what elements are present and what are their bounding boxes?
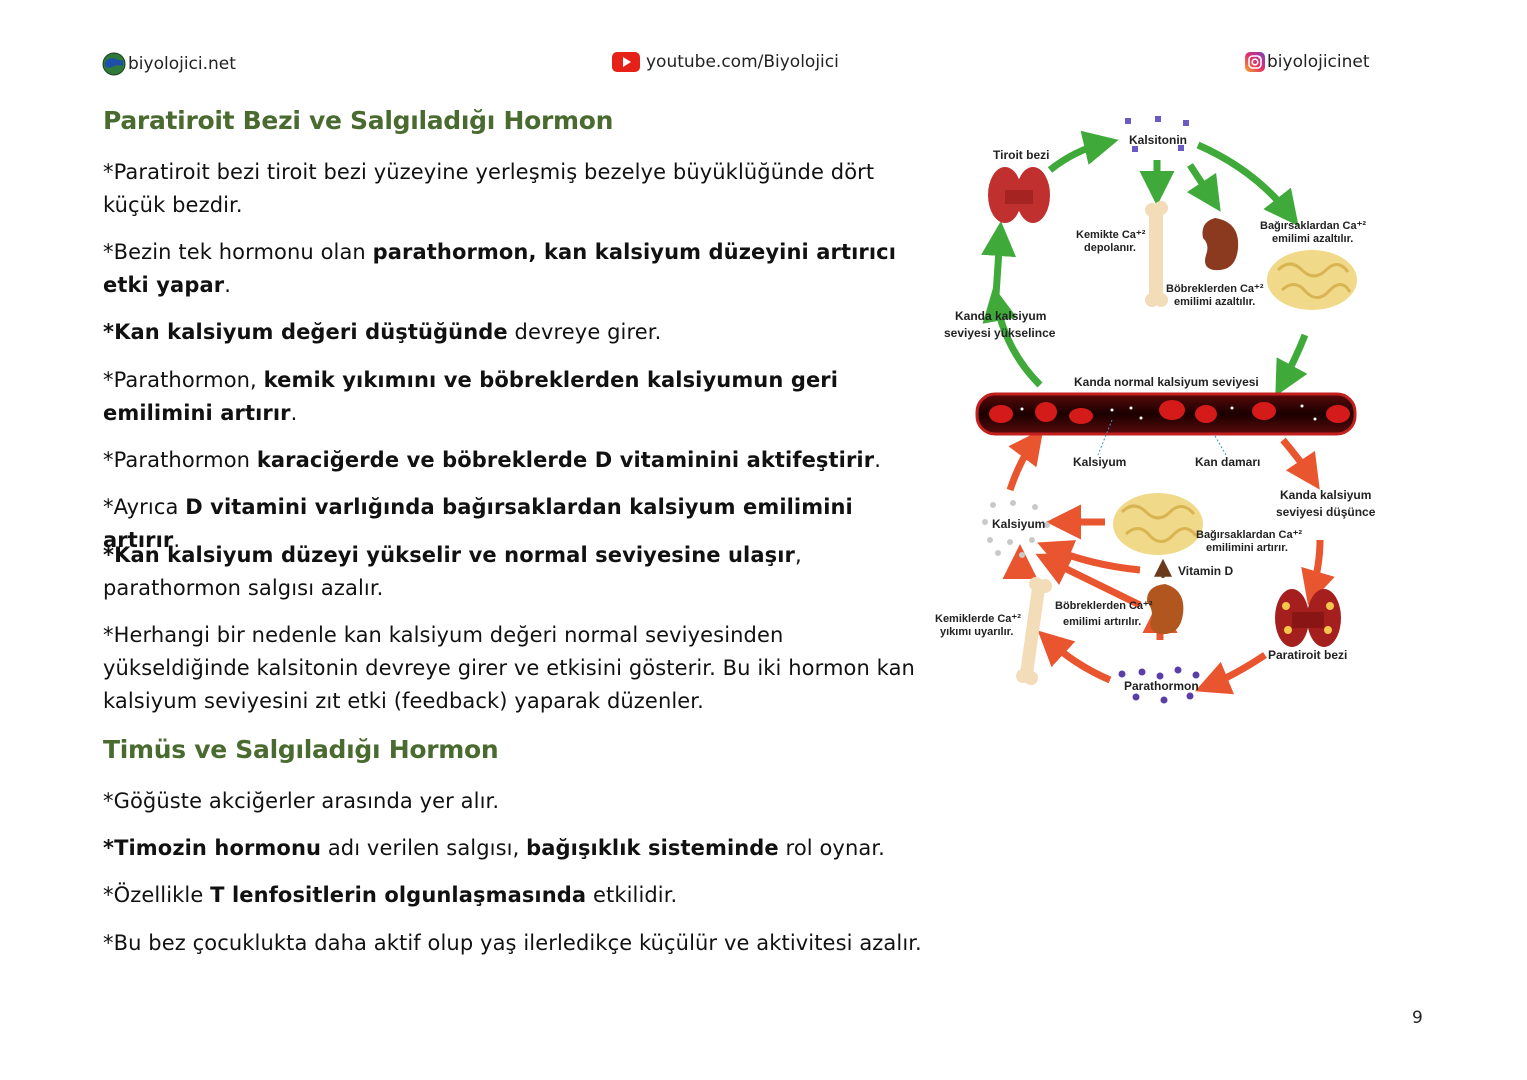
text: *Paratiroit bezi tiroit bezi yüzeyine ye… <box>103 160 875 217</box>
text: . <box>290 401 298 425</box>
section-title-timus: Timüs ve Salgıladığı Hormon <box>103 735 499 764</box>
calcitonin-molecules-icon <box>1125 116 1189 152</box>
bold-text: T lenfositlerin olgunlaşmasında <box>210 883 587 907</box>
label-kemik-depo-1: Kemikte Ca⁺² <box>1076 229 1146 241</box>
label-bagirsak-top-1: Bağırsaklardan Ca⁺² <box>1260 220 1366 232</box>
label-kanda-dusuk-1: Kanda kalsiyum <box>1280 488 1371 502</box>
text: *Özellikle <box>103 883 211 907</box>
paragraph-7: *Kan kalsiyum düzeyi yükselir ve normal … <box>103 539 923 605</box>
bone-icon <box>1016 577 1052 685</box>
label-bobrek-top-1: Böbreklerden Ca⁺² <box>1166 283 1264 295</box>
header-instagram-text: biyolojicinet <box>1267 52 1370 72</box>
page-number: 9 <box>1412 1008 1423 1028</box>
paragraph-2: *Bezin tek hormonu olan parathormon, kan… <box>103 236 923 302</box>
calcium-ions-icon <box>982 500 1050 558</box>
header-instagram-link[interactable]: biyolojicinet <box>1245 52 1370 72</box>
label-kalsitonin: Kalsitonin <box>1129 133 1187 147</box>
kidney-icon <box>1146 584 1184 635</box>
text: *Bezin tek hormonu olan <box>103 240 373 264</box>
label-bobrek-bot-1: Böbreklerden Ca⁺² <box>1055 600 1153 612</box>
label-kanda-yuksel-2: seviyesi yükselince <box>944 326 1056 340</box>
paragraph-3: *Kan kalsiyum değeri düştüğünde devreye … <box>103 316 923 349</box>
label-kemik-yikim-2: yıkımı uyarılır. <box>940 626 1013 638</box>
label-bagirsak-bot-2: emilimini artırır. <box>1206 542 1288 554</box>
bold-text: kemik yıkımını ve böbreklerden kalsiyumu… <box>103 368 839 425</box>
text: *Parathormon, <box>103 368 264 392</box>
intestine-icon <box>1113 493 1203 555</box>
text: . <box>874 448 881 472</box>
text: *Göğüste akciğerler arasında yer alır. <box>103 789 500 813</box>
kidney-icon <box>1202 218 1239 271</box>
text: *Herhangi bir nedenle kan kalsiyum değer… <box>103 623 915 713</box>
label-kan-damari: Kan damarı <box>1195 455 1260 469</box>
bone-icon <box>1145 201 1168 307</box>
bold-text: *Kan kalsiyum değeri düştüğünde <box>103 320 508 344</box>
label-kemik-yikim-1: Kemiklerde Ca⁺² <box>935 613 1021 625</box>
paragraph-6: *Ayrıca D vitamini varlığında bağırsakla… <box>103 491 923 557</box>
text: rol oynar. <box>778 836 885 860</box>
label-bobrek-bot-2: emilimi artırılır. <box>1063 616 1141 628</box>
label-tiroit: Tiroit bezi <box>993 148 1049 162</box>
parathormone-molecules-icon <box>1118 666 1200 704</box>
bold-text: *Kan kalsiyum düzeyi yükselir ve normal … <box>103 543 795 567</box>
header-site-link[interactable]: biyolojici.net <box>102 52 236 76</box>
parathyroid-gland-icon <box>1275 589 1341 647</box>
thyroid-gland-icon <box>988 167 1050 223</box>
text: . <box>173 528 181 552</box>
text: adı verilen salgısı, <box>321 836 527 860</box>
text: devreye girer. <box>507 320 662 344</box>
text: *Parathormon <box>103 448 257 472</box>
text: . <box>224 273 231 297</box>
blood-vessel-icon <box>975 392 1357 436</box>
bold-text: karaciğerde ve böbreklerde D vitaminini … <box>256 448 875 472</box>
paragraph-1: *Paratiroit bezi tiroit bezi yüzeyine ye… <box>103 156 923 222</box>
paragraph-11: *Özellikle T lenfositlerin olgunlaşmasın… <box>103 879 1003 912</box>
bold-text: parathormon, kan kalsiyum düzeyini artır… <box>103 240 896 297</box>
label-parathormon: Parathormon <box>1124 679 1199 693</box>
text: *Bu bez çocuklukta daha aktif olup yaş i… <box>103 931 922 955</box>
intestine-icon <box>1267 250 1357 310</box>
paragraph-12: *Bu bez çocuklukta daha aktif olup yaş i… <box>103 927 1003 960</box>
text: etkilidir. <box>586 883 678 907</box>
paragraph-4: *Parathormon, kemik yıkımını ve böbrekle… <box>103 364 923 430</box>
header-site-text: biyolojici.net <box>128 54 236 74</box>
instagram-icon <box>1245 52 1265 72</box>
bold-text: D vitamini varlığında bağırsaklardan kal… <box>103 495 853 552</box>
label-paratiroit: Paratiroit bezi <box>1268 648 1347 662</box>
label-bagirsak-bot-1: Bağırsaklardan Ca⁺² <box>1196 529 1302 541</box>
bold-text: bağışıklık sisteminde <box>526 836 779 860</box>
label-bagirsak-top-2: emilimi azaltılır. <box>1272 233 1353 245</box>
label-normal-seviye: Kanda normal kalsiyum seviyesi <box>1074 375 1259 389</box>
paragraph-10: *Timozin hormonu adı verilen salgısı, ba… <box>103 832 1003 865</box>
calcium-regulation-diagram: Tiroit bezi Kalsitonin Kemikte Ca⁺² depo… <box>935 116 1376 704</box>
label-bobrek-top-2: emilimi azaltılır. <box>1174 296 1255 308</box>
label-kanda-dusuk-2: seviyesi düşünce <box>1276 505 1376 519</box>
paragraph-9: *Göğüste akciğerler arasında yer alır. <box>103 785 1003 818</box>
youtube-icon <box>612 52 640 72</box>
bold-text: *Timozin hormonu <box>103 836 322 860</box>
label-kemik-depo-2: depolanır. <box>1084 242 1136 254</box>
paragraph-8: *Herhangi bir nedenle kan kalsiyum değer… <box>103 619 923 718</box>
section-title-paratiroit: Paratiroit Bezi ve Salgıladığı Hormon <box>103 106 614 135</box>
header-youtube-link[interactable]: youtube.com/Biyolojici <box>612 52 839 72</box>
text: *Ayrıca <box>103 495 186 519</box>
label-kalsiyum: Kalsiyum <box>1073 455 1126 469</box>
green-arrows <box>981 130 1309 397</box>
label-kalsiyum-pool: Kalsiyum <box>992 517 1045 531</box>
text: , parathormon salgısı azalır. <box>103 543 802 600</box>
label-vitamin-d: Vitamin D <box>1178 564 1233 578</box>
header-youtube-text: youtube.com/Biyolojici <box>646 52 839 72</box>
label-kanda-yuksel-1: Kanda kalsiyum <box>955 309 1046 323</box>
globe-icon <box>102 52 126 76</box>
paragraph-5: *Parathormon karaciğerde ve böbreklerde … <box>103 444 923 477</box>
